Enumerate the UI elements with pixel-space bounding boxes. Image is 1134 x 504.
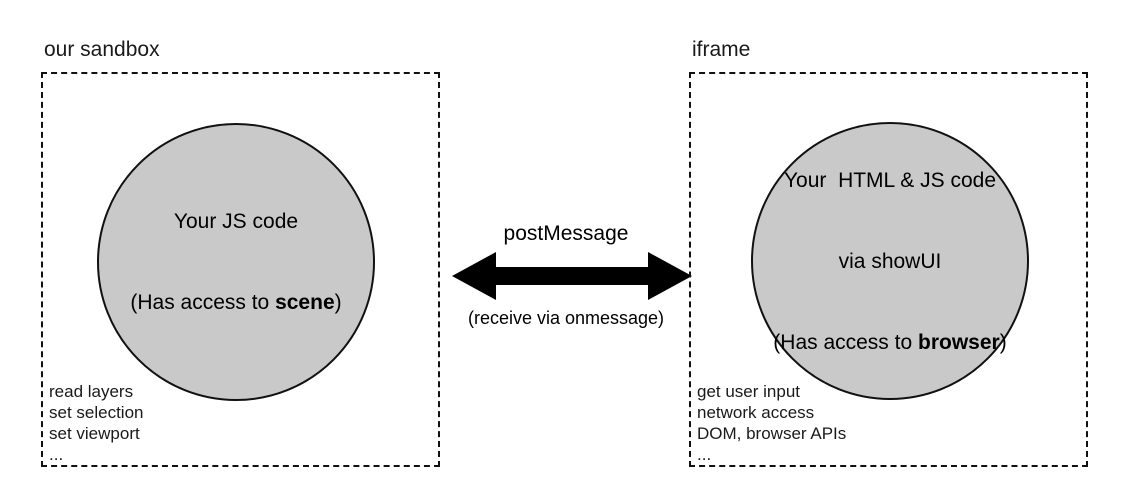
capability-item: network access <box>697 403 815 422</box>
connector-postmessage: postMessage (receive via onmessage) <box>440 222 692 332</box>
bubble-iframe: Your HTML & JS code via showUI (Has acce… <box>751 122 1029 400</box>
capability-item: get user input <box>697 382 801 401</box>
capability-item: ... <box>697 445 712 464</box>
capability-item: read layers <box>49 382 134 401</box>
capability-item: set selection <box>49 403 144 422</box>
bubble-iframe-line-2-prefix: (Has access to <box>773 330 918 354</box>
bubble-sandbox-line-2-suffix: ) <box>334 291 342 314</box>
bubble-iframe-text: Your HTML & JS code via showUI (Has acce… <box>773 113 1006 410</box>
bubble-iframe-line-2-strong: browser <box>918 330 1000 354</box>
bidirectional-arrow-icon <box>452 252 692 300</box>
bubble-sandbox-line-2: (Has access to scene) <box>130 289 341 316</box>
capability-list-sandbox: read layers set selection set viewport .… <box>49 381 144 465</box>
bubble-sandbox-line-2-prefix: (Has access to <box>130 291 276 314</box>
bubble-sandbox-line-2-strong: scene <box>275 291 335 314</box>
region-box-sandbox <box>41 72 440 467</box>
region-label-sandbox: our sandbox <box>44 38 160 61</box>
region-label-iframe: iframe <box>692 38 751 61</box>
capability-item: set viewport <box>49 424 140 443</box>
capability-item: ... <box>49 445 64 464</box>
bubble-sandbox-text: Your JS code (Has access to scene) <box>130 154 341 370</box>
bubble-iframe-line-2: (Has access to browser) <box>773 329 1006 356</box>
region-box-iframe <box>689 72 1088 467</box>
capability-list-iframe: get user input network access DOM, brows… <box>697 381 846 465</box>
connector-label-bottom: (receive via onmessage) <box>467 308 665 328</box>
connector-label-top: postMessage <box>503 222 629 245</box>
bubble-iframe-line-2-suffix: ) <box>999 330 1007 354</box>
capability-item: DOM, browser APIs <box>697 424 847 443</box>
bubble-iframe-line-1b: via showUI <box>838 249 942 273</box>
bubble-sandbox: Your JS code (Has access to scene) <box>97 123 375 401</box>
bubble-sandbox-line-1: Your JS code <box>173 210 299 233</box>
bubble-iframe-line-1: Your HTML & JS code <box>783 168 997 192</box>
